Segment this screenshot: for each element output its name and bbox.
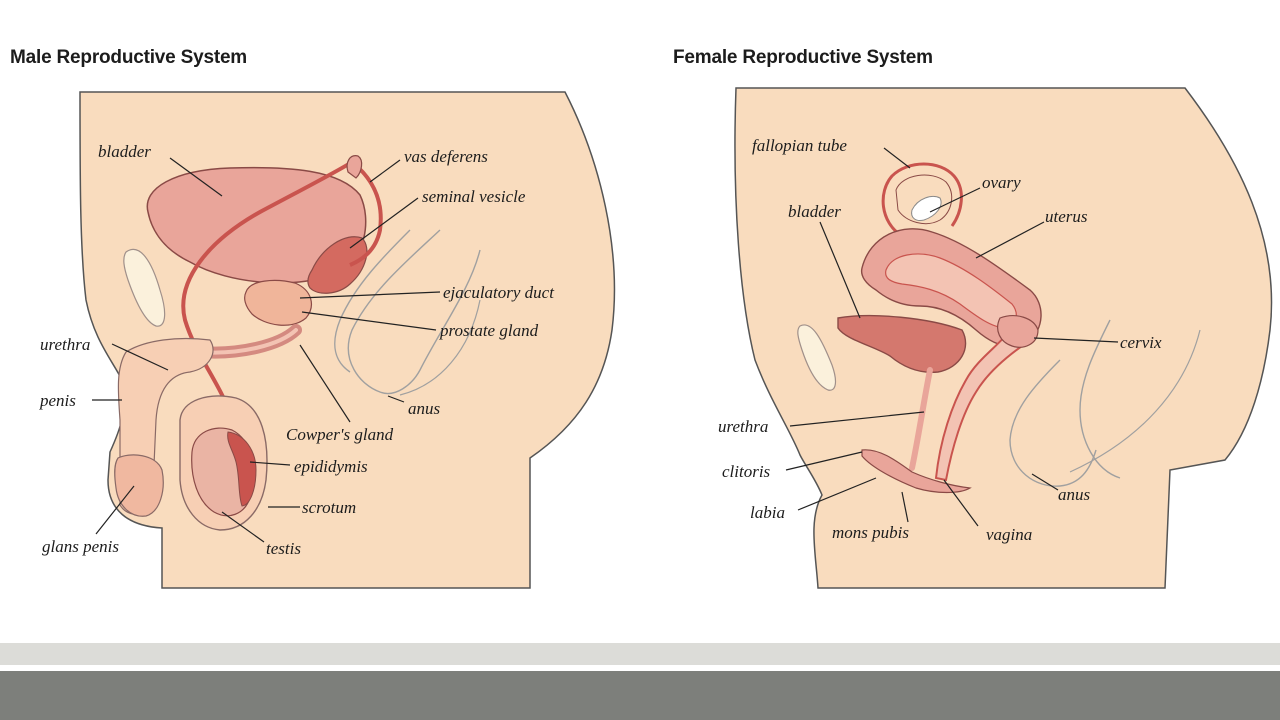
female-label-fallopian-tube: fallopian tube — [752, 136, 847, 155]
female-diagram-title: Female Reproductive System — [673, 47, 933, 68]
male-label-seminal-vesicle: seminal vesicle — [422, 187, 526, 206]
male-diagram-title: Male Reproductive System — [10, 47, 248, 68]
male-rectum-outline-2 — [334, 229, 411, 373]
female-leader-lines — [785, 147, 1119, 527]
male-rectum-outline — [347, 229, 481, 395]
female-rectum-outline — [1009, 359, 1097, 487]
female-cervix-shape — [997, 315, 1039, 348]
male-glans-shape — [114, 454, 164, 517]
female-label-mons-pubis: mons pubis — [832, 523, 909, 542]
female-label-anus: anus — [1058, 485, 1091, 504]
male-label-penis: penis — [40, 391, 76, 410]
female-label-labia: labia — [750, 503, 785, 522]
female-label-ovary: ovary — [982, 173, 1021, 192]
female-label-vagina: vagina — [986, 525, 1033, 544]
male-label-glans-penis: glans penis — [42, 537, 119, 556]
female-label-clitoris: clitoris — [722, 462, 771, 481]
male-diagram — [79, 91, 616, 589]
female-pelvic-bone — [797, 324, 837, 391]
male-label-testis: testis — [266, 539, 301, 558]
female-label-uterus: uterus — [1045, 207, 1088, 226]
male-label-prostate-gland: prostate gland — [440, 321, 539, 340]
male-label-epididymis: epididymis — [294, 457, 368, 476]
male-label-urethra: urethra — [40, 335, 91, 354]
male-label-scrotum: scrotum — [302, 498, 357, 517]
male-label-vas-deferens: vas deferens — [404, 147, 488, 166]
male-seminal-vesicle-shape — [307, 236, 368, 294]
female-fallopian-tube-shape — [881, 162, 963, 238]
female-labia-shape — [861, 449, 972, 494]
female-bladder-shape — [837, 314, 967, 373]
female-ovary-shape — [911, 196, 942, 221]
female-label-cervix: cervix — [1120, 333, 1162, 352]
female-urethra-path — [909, 367, 933, 471]
male-leader-lines — [92, 157, 441, 543]
male-label-cowpers-gland: Cowper's gland — [286, 425, 394, 444]
male-prostate-shape — [244, 279, 312, 326]
male-label-anus: anus — [408, 399, 441, 418]
male-tailbone-curve — [399, 299, 481, 396]
female-rectum-outline-2 — [1079, 319, 1121, 479]
female-label-bladder: bladder — [788, 202, 841, 221]
male-label-ejaculatory-duct: ejaculatory duct — [443, 283, 554, 302]
female-tailbone-curve — [1069, 329, 1201, 473]
slide-footer-band-dark — [0, 671, 1280, 720]
female-diagram — [734, 87, 1273, 589]
male-pelvic-bone — [123, 248, 166, 327]
female-label-urethra: urethra — [718, 417, 769, 436]
male-label-bladder: bladder — [98, 142, 151, 161]
slide-footer-band-light — [0, 643, 1280, 665]
male-epididymis-shape — [227, 431, 257, 507]
male-bladder-shape — [146, 166, 367, 284]
male-vas-deferens-tip — [346, 155, 363, 179]
